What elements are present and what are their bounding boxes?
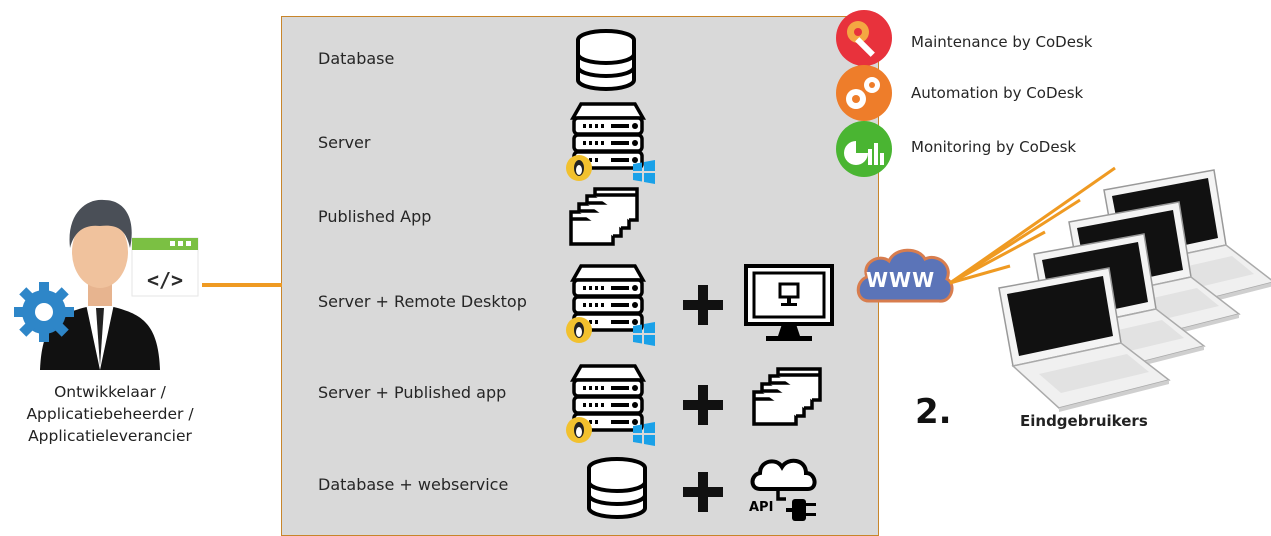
remote-desktop-monitor-icon — [744, 264, 834, 341]
service-label-maintenance: Maintenance by CoDesk — [911, 33, 1093, 51]
internet-label: WWW — [866, 268, 936, 292]
row-label-server-published-app: Server + Published app — [318, 383, 507, 402]
developer-label-line: Applicatiebeheerder / — [26, 405, 194, 423]
cloud-api-icon — [750, 458, 817, 521]
developer-label: Ontwikkelaar / Applicatiebeheerder / App… — [0, 381, 220, 447]
code-glyph: </> — [146, 268, 184, 292]
row-label-database-webservice: Database + webservice — [318, 475, 509, 494]
developer-avatar — [14, 199, 199, 370]
step-number: 2. — [915, 392, 952, 432]
developer-label-line: Ontwikkelaar / — [54, 383, 166, 401]
service-label-monitoring: Monitoring by CoDesk — [911, 138, 1077, 156]
row-label-published-app: Published App — [318, 207, 432, 226]
monitoring-icon — [836, 121, 892, 177]
end-users-label: Eindgebruikers — [1020, 412, 1148, 430]
internet-connectors — [949, 166, 1116, 285]
laptop-icon — [998, 267, 1170, 413]
developer-label-line: Applicatieleverancier — [28, 427, 192, 445]
api-label: API — [749, 500, 774, 515]
service-label-automation: Automation by CoDesk — [911, 84, 1084, 102]
connector-line — [202, 283, 282, 287]
row-label-server: Server — [318, 133, 371, 152]
maintenance-icon — [836, 10, 892, 66]
row-label-database: Database — [318, 49, 395, 68]
row-label-server-remote-desktop: Server + Remote Desktop — [318, 292, 527, 311]
automation-icon — [836, 65, 892, 121]
